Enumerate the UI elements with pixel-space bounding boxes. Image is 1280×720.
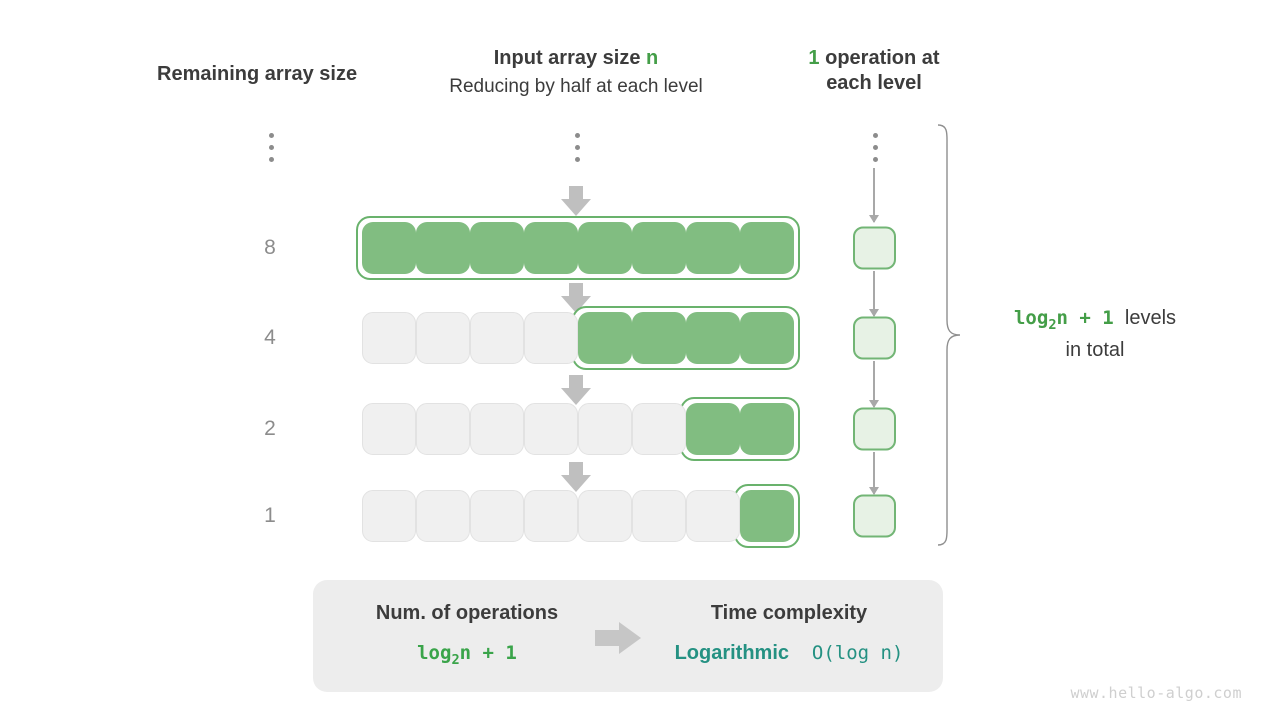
array-cell-inactive [578, 490, 632, 542]
total-levels-formula-line: log2n + 1 levels [975, 303, 1215, 335]
summary-log-text: log [417, 642, 452, 664]
array-row-2 [362, 397, 800, 461]
header-input-prefix: Input array size [493, 47, 647, 69]
array-cell-active [578, 312, 632, 364]
array-cell-inactive [470, 312, 524, 364]
summary-operations-title: Num. of operations [375, 602, 559, 624]
operation-connector-4 [869, 452, 879, 495]
array-row-8 [356, 216, 800, 280]
summary-operations-column: Num. of operations log2n + 1 [317, 602, 617, 668]
total-levels-word: levels [1124, 307, 1177, 329]
header-remaining-array-size-label: Remaining array size [157, 63, 358, 85]
operation-box-2 [853, 316, 896, 360]
array-cell-active [578, 222, 632, 274]
array-cell-active [362, 222, 416, 274]
array-cell-active [470, 222, 524, 274]
array-cell-active [632, 222, 686, 274]
array-cell-active [632, 312, 686, 364]
operation-box-1 [853, 226, 896, 270]
operation-connector-1 [869, 168, 879, 223]
array-cell-inactive [524, 490, 578, 542]
array-cell-inactive [416, 403, 470, 455]
row-label-4: 4 [264, 326, 276, 349]
log-text: log [1013, 307, 1049, 329]
header-operations-rest: operation at [819, 47, 940, 69]
array-cell-active [740, 403, 794, 455]
array-cell-inactive [578, 403, 632, 455]
summary-complexity-word: Logarithmic [674, 642, 790, 664]
header-input-array-size-title: Input array size n [366, 46, 786, 71]
array-cell-inactive [686, 490, 740, 542]
array-cell-active [740, 222, 794, 274]
ellipsis-dots-left [266, 133, 276, 169]
array-cell-active [686, 312, 740, 364]
array-cell-active [740, 490, 794, 542]
array-cell-inactive [416, 490, 470, 542]
summary-log-rest: n + 1 [459, 642, 517, 664]
header-operations: 1 operation at each level [774, 46, 974, 96]
summary-complexity-value: Logarithmic O(log n) [639, 642, 939, 665]
array-cell-inactive [362, 403, 416, 455]
watermark: www.hello-algo.com [1070, 684, 1242, 702]
array-cell-inactive [362, 312, 416, 364]
array-cell-active [416, 222, 470, 274]
array-cell-inactive [524, 312, 578, 364]
total-levels-formula: log2n + 1 [1013, 307, 1114, 333]
array-cell-active [686, 222, 740, 274]
array-cell-inactive [632, 490, 686, 542]
operation-connector-2 [869, 271, 879, 317]
array-cell-inactive [416, 312, 470, 364]
header-operations-line2: each level [826, 72, 922, 94]
down-arrow-icon-3 [561, 375, 591, 405]
summary-complexity-title: Time complexity [710, 602, 868, 624]
down-arrow-icon-1 [561, 186, 591, 216]
ellipsis-dots-right [870, 133, 880, 169]
array-cell-inactive [632, 403, 686, 455]
header-input-array-size: Input array size n Reducing by half at e… [366, 46, 786, 99]
summary-operations-formula: log2n + 1 [417, 642, 517, 668]
operation-box-4 [853, 494, 896, 538]
array-cell-inactive [362, 490, 416, 542]
log-rest: n + 1 [1056, 307, 1114, 329]
operation-box-3 [853, 407, 896, 451]
summary-complexity-bigo: O(log n) [811, 642, 904, 664]
log-base: 2 [1048, 316, 1057, 333]
header-operations-line1: 1 operation at [774, 46, 974, 71]
array-cell-active [740, 312, 794, 364]
array-cell-inactive [470, 490, 524, 542]
array-row-4 [362, 306, 800, 370]
summary-implies-arrow-icon [595, 622, 641, 654]
ellipsis-dots-middle [572, 133, 582, 169]
array-cell-active [524, 222, 578, 274]
summary-complexity-column: Time complexity Logarithmic O(log n) [639, 602, 939, 665]
row-label-2: 2 [264, 417, 276, 440]
array-cell-inactive [470, 403, 524, 455]
array-cell-active [686, 403, 740, 455]
row-label-8: 8 [264, 236, 276, 259]
header-input-subtitle: Reducing by half at each level [449, 76, 703, 97]
total-levels-note: log2n + 1 levels in total [975, 303, 1215, 365]
total-levels-brace-icon [937, 124, 961, 546]
operation-connector-3 [869, 361, 879, 408]
total-levels-line2: in total [1065, 339, 1125, 362]
down-arrow-icon-4 [561, 462, 591, 492]
row-label-1: 1 [264, 504, 276, 527]
summary-operations-value: log2n + 1 [317, 642, 617, 668]
array-cell-inactive [524, 403, 578, 455]
header-operations-count: 1 [808, 47, 820, 69]
array-row-1 [362, 484, 800, 548]
header-remaining-array-size: Remaining array size [157, 62, 387, 87]
header-input-variable-n: n [646, 47, 659, 69]
summary-log-base: 2 [451, 651, 460, 668]
